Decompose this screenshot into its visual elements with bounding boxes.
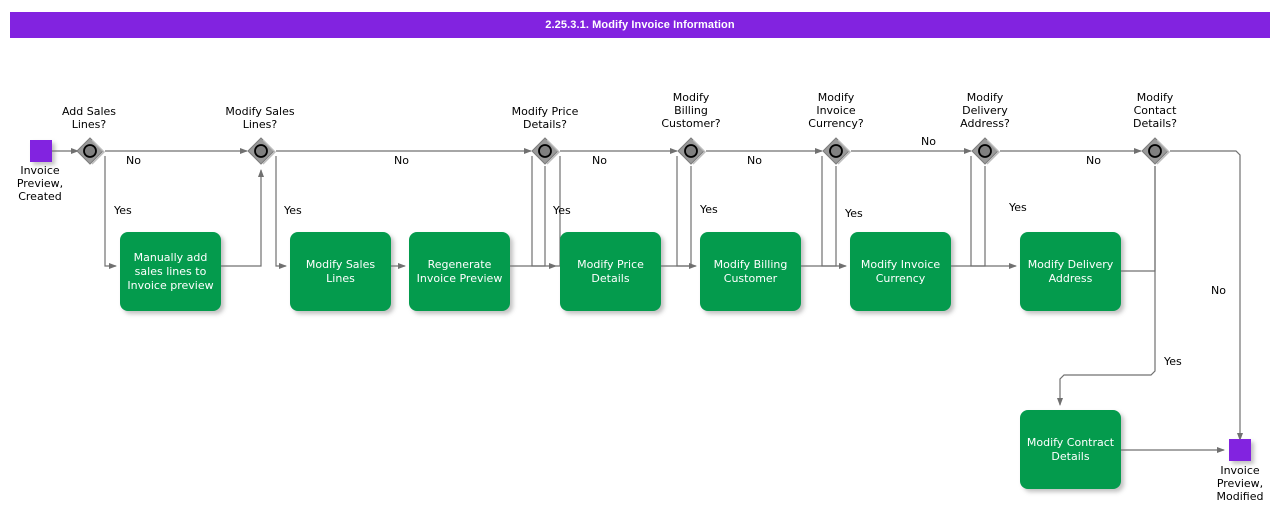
edge-label-gw6-yes: Yes [1009, 201, 1027, 214]
edge-label-gw7-yes: Yes [1164, 355, 1182, 368]
gateway-modify-billing-customer-label: Modify Billing Customer? [641, 91, 741, 130]
start-event-label-line2: Preview, [16, 177, 64, 190]
t1-line1: Manually add [133, 250, 208, 264]
task-manually-add-sales-lines[interactable]: Manually add sales lines to Invoice prev… [120, 232, 221, 311]
t1-line2: sales lines to [134, 264, 207, 278]
gateway-add-sales-lines[interactable] [75, 136, 105, 166]
gateway-modify-sales-lines[interactable] [246, 136, 276, 166]
t6-line1: Modify Invoice [860, 257, 941, 271]
edge-label-gw3-yes: Yes [553, 204, 571, 217]
flow-t4-to-gw4 [660, 166, 692, 267]
start-event-label: Invoice Preview, Created [0, 164, 80, 203]
gateway-modify-invoice-currency[interactable] [821, 136, 851, 166]
t5-line2: Customer [723, 271, 778, 285]
flow-gw7-yes [1057, 166, 1156, 406]
gw7-line1: Modify [1136, 91, 1174, 104]
gw2-line2: Lines? [242, 118, 278, 131]
flow-gw7-no [1170, 150, 1243, 441]
gw7-line3: Details? [1133, 117, 1177, 130]
end-event-label: Invoice Preview, Modified [1200, 464, 1280, 503]
flow-t6-to-gw6 [950, 166, 986, 267]
gateway-modify-price-details-label: Modify Price Details? [495, 105, 595, 131]
gw5-line2: Invoice [816, 104, 856, 117]
gw4-line2: Billing [674, 104, 708, 117]
gw7-line2: Contact [1133, 104, 1177, 117]
gw3-line2: Details? [523, 118, 567, 131]
t7-line1: Modify Delivery [1027, 257, 1114, 271]
gateway-modify-price-details[interactable] [530, 136, 560, 166]
gw6-line3: Address? [960, 117, 1010, 130]
gw5-line3: Currency? [808, 117, 864, 130]
end-event-label-line3: Modified [1216, 490, 1264, 503]
t3-line2: Invoice Preview [416, 271, 503, 285]
gw3-line1: Modify Price [511, 105, 579, 118]
flow-gw1-yes [104, 156, 117, 269]
flow-t7-to-gw7 [1121, 166, 1156, 272]
end-event[interactable] [1229, 439, 1251, 461]
flow-t3-to-gw3 [510, 166, 546, 267]
start-event[interactable] [30, 140, 52, 162]
edge-label-gw6-no: No [1086, 154, 1101, 167]
flow-gw3-yes [531, 156, 557, 269]
edge-label-gw1-yes: Yes [114, 204, 132, 217]
edge-label-gw5-yes: Yes [845, 207, 863, 220]
edge-label-gw7-no: No [1211, 284, 1226, 297]
t2-line2: Lines [326, 271, 355, 285]
t5-line1: Modify Billing [713, 257, 788, 271]
gw1-line2: Lines? [71, 118, 107, 131]
gateway-modify-contact-details[interactable] [1140, 136, 1170, 166]
t2-line1: Modify Sales [305, 257, 376, 271]
t4-line2: Details [591, 271, 630, 285]
start-event-label-line3: Created [18, 190, 62, 203]
t8-line2: Details [1051, 449, 1090, 463]
gw2-line1: Modify Sales [225, 105, 295, 118]
gw6-line1: Modify [966, 91, 1004, 104]
t1-line3: Invoice preview [127, 278, 214, 292]
gw4-line3: Customer? [661, 117, 721, 130]
start-event-label-line1: Invoice [20, 164, 60, 177]
task-regenerate-invoice-preview[interactable]: Regenerate Invoice Preview [409, 232, 510, 311]
task-modify-price-details[interactable]: Modify Price Details [560, 232, 661, 311]
end-event-label-line2: Preview, [1216, 477, 1264, 490]
gw6-line2: Delivery [962, 104, 1008, 117]
t7-line2: Address [1048, 271, 1093, 285]
gw1-line1: Add Sales [61, 105, 117, 118]
edge-label-gw4-no: No [747, 154, 762, 167]
gateway-modify-contact-details-label: Modify Contact Details? [1105, 91, 1205, 130]
flow-gw5-yes [821, 156, 847, 269]
flow-gw6-yes [970, 156, 1017, 269]
t6-line2: Currency [875, 271, 926, 285]
edge-label-gw1-no: No [126, 154, 141, 167]
edge-label-gw2-no: No [394, 154, 409, 167]
gateway-modify-sales-lines-label: Modify Sales Lines? [210, 105, 310, 131]
edge-label-gw5-no: No [921, 135, 936, 148]
flow-gw2-yes [275, 156, 287, 269]
flow-t1-to-gw2 [221, 169, 264, 267]
t8-line1: Modify Contract [1026, 435, 1115, 449]
task-modify-delivery-address[interactable]: Modify Delivery Address [1020, 232, 1121, 311]
gateway-add-sales-lines-label: Add Sales Lines? [39, 105, 139, 131]
gateway-modify-invoice-currency-label: Modify Invoice Currency? [786, 91, 886, 130]
task-modify-sales-lines[interactable]: Modify Sales Lines [290, 232, 391, 311]
gateway-modify-billing-customer[interactable] [676, 136, 706, 166]
task-modify-invoice-currency[interactable]: Modify Invoice Currency [850, 232, 951, 311]
flow-gw4-yes [676, 156, 697, 269]
t4-line1: Modify Price [577, 257, 644, 271]
page-title-bar: 2.25.3.1. Modify Invoice Information [10, 12, 1270, 38]
task-modify-billing-customer[interactable]: Modify Billing Customer [700, 232, 801, 311]
flow-t5-to-gw5 [800, 166, 837, 267]
edge-label-gw4-yes: Yes [700, 203, 718, 216]
t3-line1: Regenerate [427, 257, 492, 271]
end-event-label-line1: Invoice [1220, 464, 1260, 477]
gw5-line1: Modify [817, 91, 855, 104]
gateway-modify-delivery-address[interactable] [970, 136, 1000, 166]
edge-label-gw3-no: No [592, 154, 607, 167]
gateway-modify-delivery-address-label: Modify Delivery Address? [935, 91, 1035, 130]
gw4-line1: Modify [672, 91, 710, 104]
task-modify-contract-details[interactable]: Modify Contract Details [1020, 410, 1121, 489]
edge-label-gw2-yes: Yes [284, 204, 302, 217]
page-title: 2.25.3.1. Modify Invoice Information [545, 19, 735, 31]
